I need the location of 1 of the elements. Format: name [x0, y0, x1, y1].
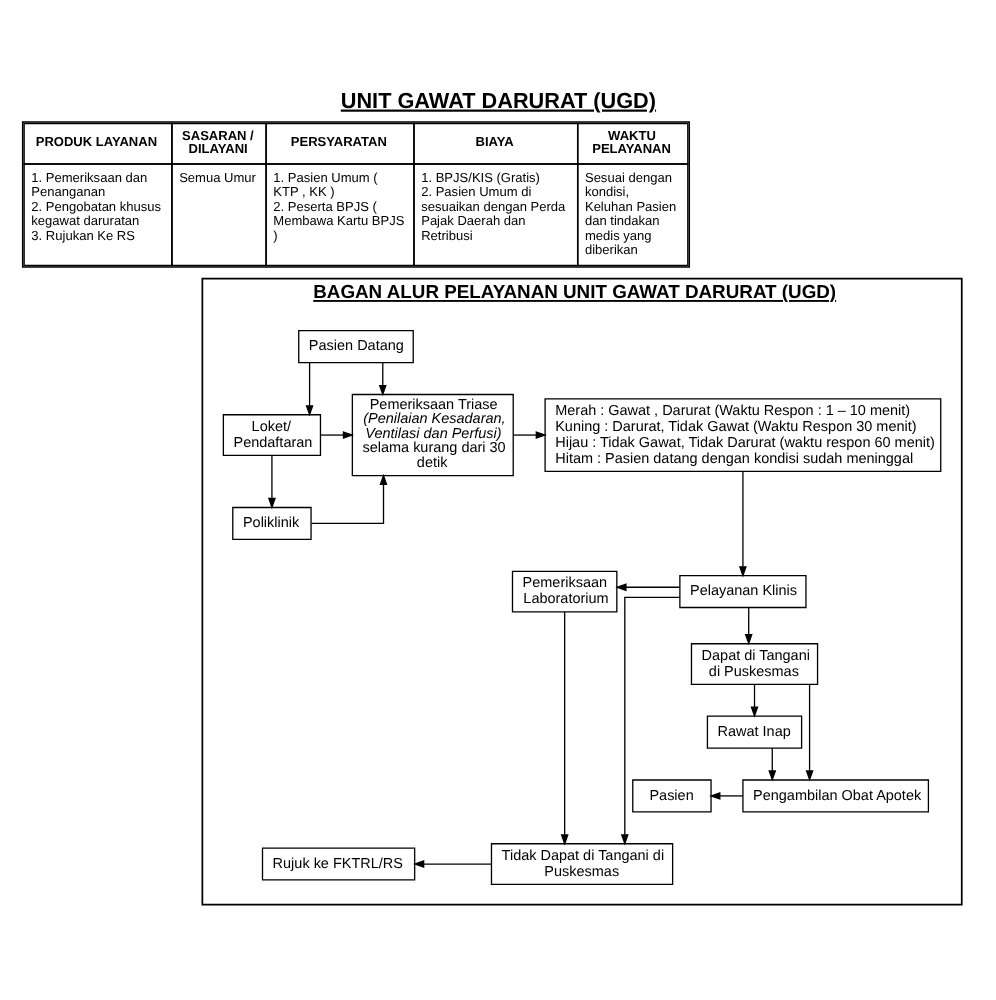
- diagram-title: UNIT GAWAT DARURAT (UGD): [340, 88, 657, 113]
